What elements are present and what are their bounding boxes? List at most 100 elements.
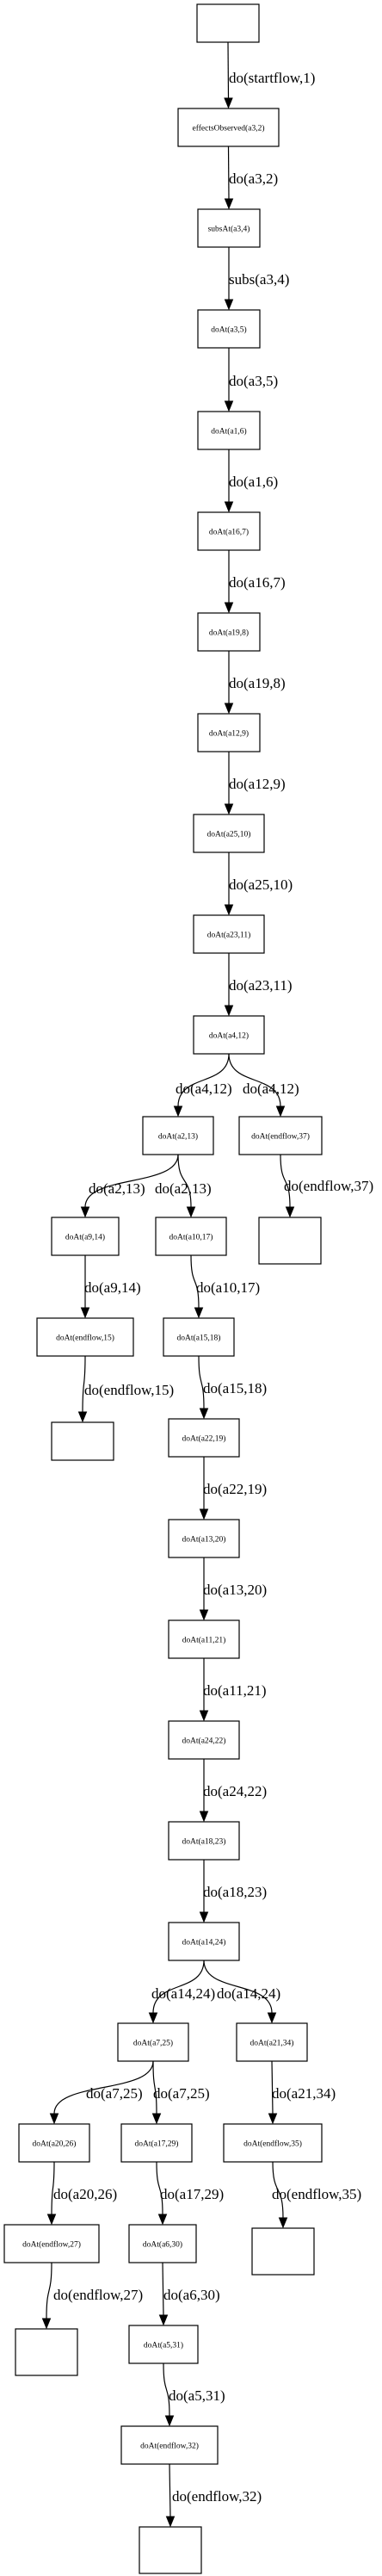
node-box (168, 1720, 240, 1760)
state-node: doAt(a16,7) (197, 511, 261, 551)
edge-label: do(a14,24) (151, 1985, 215, 2002)
node-box (193, 1015, 265, 1055)
edge-line (280, 1154, 291, 1208)
edge-line (177, 1154, 192, 1208)
state-node: doAt(a2,13) (142, 1116, 214, 1155)
edge-line (152, 2060, 157, 2115)
state-node: doAt(a18,23) (168, 1821, 240, 1861)
edge-line (82, 1355, 86, 1413)
arrowhead-icon (224, 803, 234, 815)
edge-n3-n4: do(a3,5) (224, 348, 278, 412)
node-box (197, 511, 261, 551)
edges-layer: do(startflow,1)do(a3,2)subs(a3,4)do(a3,5… (41, 41, 373, 2528)
arrowhead-icon (77, 1411, 88, 1423)
edge-n21-n22: do(a11,21) (199, 1658, 267, 1722)
edge-line (163, 2362, 170, 2417)
state-node: doAt(a7,25) (117, 2022, 189, 2062)
node-box (197, 208, 261, 248)
edge-n8-n9: do(a25,10) (224, 852, 293, 916)
terminal-node (251, 2227, 315, 2276)
arrowhead-icon (165, 2516, 176, 2528)
node-box (236, 2022, 308, 2062)
edge-n5-n6: do(a16,7) (224, 550, 286, 614)
edge-n26-n29: do(a21,34) (268, 2060, 336, 2125)
state-node: doAt(a25,10) (193, 814, 265, 853)
node-label: doAt(a10,17) (169, 1233, 213, 1242)
edge-n4-n5: do(a1,6) (224, 449, 278, 513)
edge-n12-n13: do(endflow,37) (280, 1154, 373, 1218)
edge-label: do(a10,17) (196, 1279, 260, 1296)
edge-label: do(a9,14) (84, 1279, 141, 1296)
node-box (128, 2325, 199, 2364)
state-node: doAt(a21,34) (236, 2022, 308, 2062)
terminal-node (196, 3, 260, 43)
node-label: doAt(a7,25) (133, 2039, 173, 2048)
node-box (197, 713, 261, 752)
state-node: doAt(a4,12) (193, 1015, 265, 1055)
node-label: doAt(a23,11) (207, 931, 251, 940)
edge-n15-n17: do(a10,17) (190, 1254, 260, 1319)
state-node: doAt(a22,19) (168, 1418, 240, 1458)
arrowhead-icon (199, 1408, 209, 1420)
node-label: subsAt(a3,4) (208, 225, 250, 234)
arrowhead-icon (224, 1005, 234, 1017)
edge-label: do(a24,22) (203, 1783, 267, 1799)
edge-label: do(a2,13) (89, 1180, 145, 1197)
arrowhead-icon (224, 198, 234, 210)
edge-n24-n26: do(a14,24) (203, 1960, 280, 2024)
node-label: doAt(endflow,27) (22, 2240, 81, 2250)
terminal-node (51, 1421, 114, 1461)
node-box (251, 2227, 315, 2276)
edge-n35-n36: do(endflow,32) (165, 2463, 262, 2528)
arrowhead-icon (148, 2012, 158, 2024)
node-box (117, 2022, 189, 2062)
edge-label: do(a3,2) (229, 170, 278, 187)
state-node: doAt(a17,29) (120, 2123, 193, 2163)
terminal-node (258, 1217, 322, 1265)
arrowhead-icon (173, 1105, 183, 1118)
edge-n10-n12: do(a4,12) (228, 1053, 299, 1118)
edge-n34-n35: do(a5,31) (163, 2362, 225, 2427)
node-box (142, 1116, 214, 1155)
node-label: effectsObserved(a3,2) (193, 124, 265, 133)
edge-n25-n28: do(a7,25) (151, 2060, 210, 2125)
edge-label: do(a16,7) (229, 574, 286, 591)
state-node: doAt(a10,17) (155, 1217, 227, 1256)
node-label: doAt(endflow,37) (251, 1132, 310, 1142)
edge-label: do(a4,12) (176, 1081, 232, 1097)
edge-label: do(a13,20) (203, 1582, 267, 1598)
node-label: doAt(a22,19) (182, 1434, 226, 1444)
edge-label: do(endflow,27) (53, 2287, 143, 2303)
edge-line (51, 2161, 55, 2215)
state-node: doAt(a15,18) (163, 1317, 235, 1357)
node-box (193, 914, 265, 954)
arrowhead-icon (275, 1105, 286, 1118)
edge-label: do(a20,26) (53, 2186, 117, 2202)
state-node: doAt(endflow,32) (120, 2425, 219, 2465)
node-box (18, 2123, 90, 2163)
node-box (36, 1317, 134, 1357)
edge-n23-n24: do(a18,23) (199, 1860, 267, 1923)
arrowhead-icon (49, 2113, 59, 2125)
state-node: doAt(a14,24) (168, 1922, 240, 1961)
node-box (128, 2224, 197, 2263)
arrowhead-icon (80, 1307, 90, 1319)
edge-label: do(a25,10) (229, 876, 293, 893)
edge-n29-n32: do(endflow,35) (272, 2161, 361, 2229)
node-label: doAt(a21,34) (250, 2039, 294, 2048)
edge-label: do(a14,24) (217, 1985, 280, 2002)
node-box (51, 1421, 114, 1461)
edge-n10-n11: do(a4,12) (173, 1053, 232, 1118)
edge-n11-n15: do(a2,13) (155, 1154, 212, 1218)
node-label: doAt(a12,9) (209, 729, 249, 739)
edge-line (198, 1355, 205, 1409)
arrowhead-icon (158, 2314, 169, 2326)
node-box (223, 2123, 323, 2163)
edge-line (152, 1960, 205, 2014)
edge-label: do(a11,21) (203, 1682, 267, 1699)
edge-label: do(endflow,35) (272, 2186, 361, 2202)
node-label: doAt(a25,10) (207, 830, 251, 839)
edge-n2-n3: subs(a3,4) (224, 247, 289, 311)
edge-n28-n31: do(a17,29) (156, 2161, 224, 2226)
